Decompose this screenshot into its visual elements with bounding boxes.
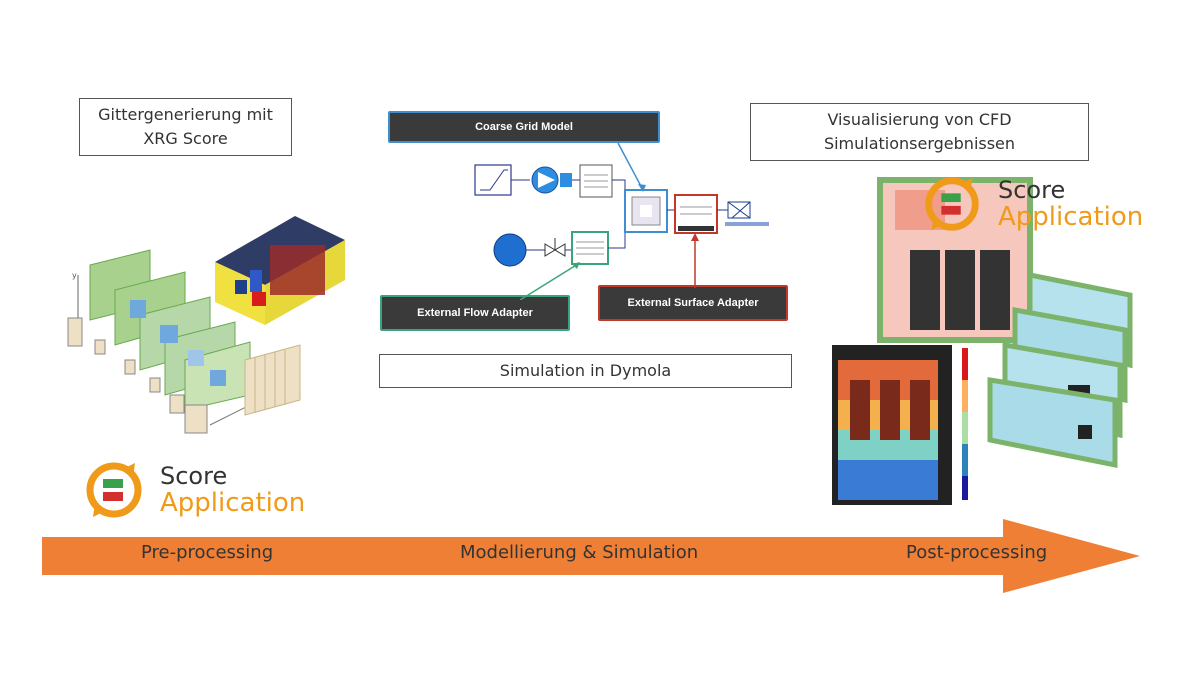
simulation-label: Simulation in Dymola	[499, 361, 672, 380]
simulation-box: Simulation in Dymola	[379, 354, 792, 388]
visualization-box: Visualisierung von CFD Simulationsergebn…	[750, 103, 1089, 161]
cfd-slice-stack	[987, 271, 1133, 469]
logo-application-text-right: Application	[998, 202, 1144, 232]
grid-generation-illustration: y	[67, 216, 345, 434]
logo-score-text-left: Score	[160, 462, 228, 490]
grid-generation-box: Gittergenerierung mit XRG Score	[79, 98, 292, 156]
grid-generation-line1: Gittergenerierung mit	[98, 105, 273, 124]
stage-post-processing: Post-processing	[906, 542, 1048, 563]
stage-modelling-simulation: Modellierung & Simulation	[460, 542, 699, 563]
score-application-logo-left	[86, 462, 142, 518]
logo-application-text-left: Application	[160, 488, 306, 518]
stage-pre-processing: Pre-processing	[141, 542, 274, 563]
visualization-line1: Visualisierung von CFD	[827, 110, 1012, 129]
svg-text:y: y	[72, 271, 77, 280]
dymola-model-diagram	[474, 142, 769, 300]
container-model	[215, 216, 345, 325]
grid-generation-line2: XRG Score	[143, 129, 228, 148]
beige-grid-plane	[244, 344, 301, 416]
score-application-logo-right	[925, 177, 979, 231]
external-flow-adapter-label: External Flow Adapter	[380, 295, 570, 331]
cfd-temperature-plot	[832, 345, 952, 505]
logo-score-text-right: Score	[998, 176, 1066, 204]
coarse-grid-model-label: Coarse Grid Model	[388, 111, 660, 143]
visualization-line2: Simulationsergebnissen	[823, 134, 1016, 153]
color-scale-bar	[962, 348, 968, 500]
external-surface-adapter-label: External Surface Adapter	[598, 285, 788, 321]
boundary-sphere	[493, 233, 527, 267]
